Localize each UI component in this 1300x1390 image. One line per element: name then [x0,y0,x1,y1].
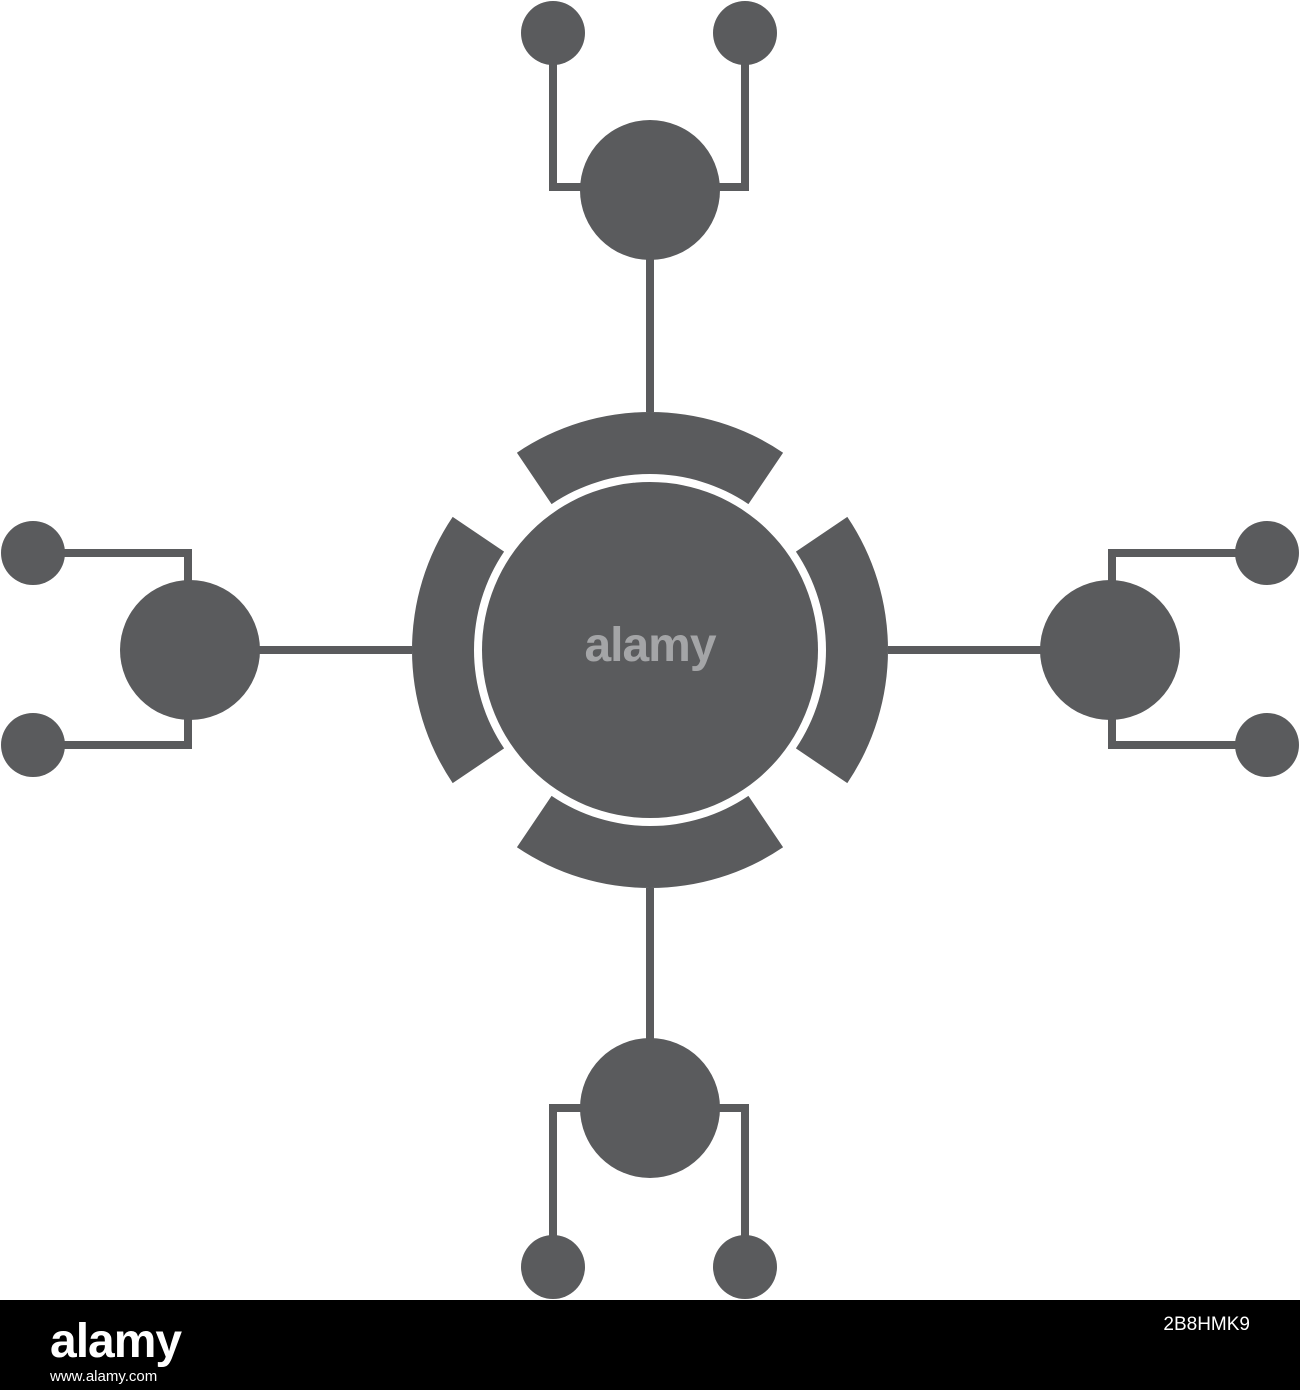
hub-ring-segment-bottom [516,795,784,888]
leaf-node-bottom-left [521,1235,585,1299]
satellite-node-right [1040,521,1299,777]
satellite-circle-left [120,580,260,720]
leaf-node-right-top [1235,521,1299,585]
satellite-node-bottom [521,1038,777,1299]
satellite-circle-bottom [580,1038,720,1178]
footer-domain: www.alamy.com [50,1368,158,1385]
watermark-text: alamy [584,619,716,672]
satellite-node-top [521,1,777,260]
hub-ring-segment-right [795,516,888,784]
footer-bar: alamy www.alamy.com 2B8HMK9 [0,1300,1300,1390]
satellite-circle-right [1040,580,1180,720]
hub-ring-segment-top [516,411,784,505]
network-hub-diagram [1,1,1299,1299]
leaf-node-right-bottom [1235,713,1299,777]
satellite-branch-bottom-right [715,1104,749,1267]
hub-core-circle [482,482,818,818]
footer-logo: alamy [50,1315,182,1368]
footer-image-id: 2B8HMK9 [1163,1314,1250,1335]
satellite-branch-bottom-left [549,1104,585,1267]
leaf-node-left-bottom [1,713,65,777]
satellite-circle-top [580,120,720,260]
satellite-branch-right-top [1108,549,1267,585]
hub-connectors [255,255,1045,1045]
satellite-branch-left-bottom [33,715,192,749]
satellite-branch-left-top [33,549,192,585]
leaf-node-left-top [1,521,65,585]
satellite-node-left [1,521,260,777]
central-hub-node [412,411,888,888]
satellite-branch-top-left [549,33,585,191]
leaf-node-top-right [713,1,777,65]
diagram-canvas: alamy [0,0,1300,1300]
hub-ring-segment-left [412,516,505,784]
leaf-node-top-left [521,1,585,65]
satellite-branch-right-bottom [1108,715,1267,749]
satellite-branch-top-right [715,33,749,191]
leaf-node-bottom-right [713,1235,777,1299]
